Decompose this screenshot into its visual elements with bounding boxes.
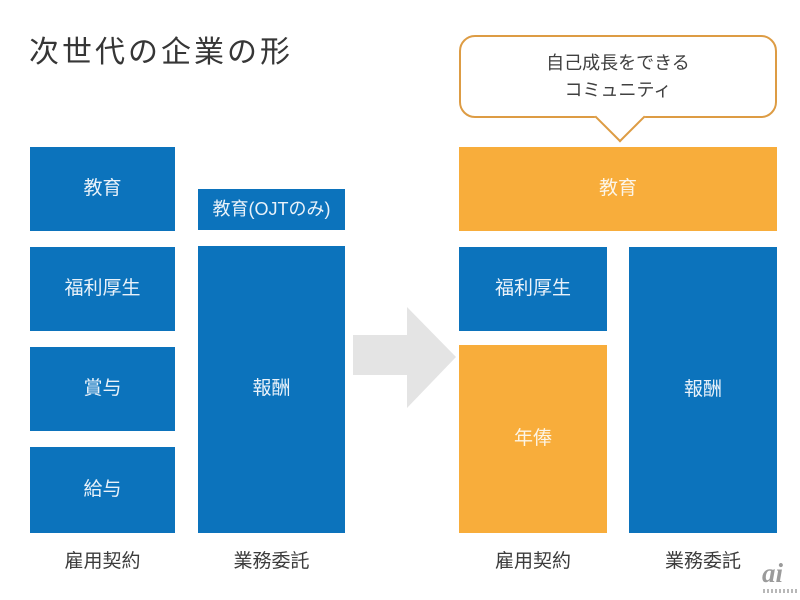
speech-bubble: 自己成長をできる コミュニティ: [459, 35, 777, 143]
after-annual-salary-label: 年俸: [513, 427, 552, 449]
after-reward-box: 報酬: [629, 247, 777, 533]
before-bonus-label: 賞与: [83, 377, 122, 399]
page-title: 次世代の企業の形: [29, 36, 293, 69]
before-reward-label: 報酬: [252, 378, 291, 400]
after-education-label: 教育: [598, 177, 637, 199]
watermark-logo-tagline: [763, 589, 799, 593]
before-ojt-education-label: 教育(OJTのみ): [212, 198, 331, 219]
before-salary-box: 給与: [30, 447, 175, 533]
after-reward-label: 報酬: [683, 378, 722, 400]
after-welfare-label: 福利厚生: [494, 277, 571, 299]
before-ojt-education-box: 教育(OJTのみ): [198, 189, 345, 230]
before-salary-label: 給与: [83, 478, 122, 500]
before-reward-box: 報酬: [198, 246, 345, 533]
after-annual-salary-box: 年俸: [459, 345, 607, 533]
before-welfare-label: 福利厚生: [64, 277, 141, 299]
right-arrow-icon: [353, 307, 456, 408]
after-education-box: 教育: [459, 147, 777, 231]
after-outsourcing-column-label: 業務委託: [664, 551, 741, 572]
before-welfare-box: 福利厚生: [30, 247, 175, 331]
watermark-logo: ai: [762, 558, 784, 588]
after-employment-column-label: 雇用契約: [494, 551, 571, 572]
before-education-label: 教育: [83, 177, 122, 199]
after-welfare-box: 福利厚生: [459, 247, 607, 331]
before-outsourcing-column-label: 業務委託: [233, 551, 310, 572]
bubble-text-line2: コミュニティ: [564, 79, 672, 100]
bubble-text-line1: 自己成長をできる: [546, 53, 690, 74]
before-bonus-box: 賞与: [30, 347, 175, 431]
before-employment-column-label: 雇用契約: [64, 551, 141, 572]
before-education-box: 教育: [30, 147, 175, 231]
